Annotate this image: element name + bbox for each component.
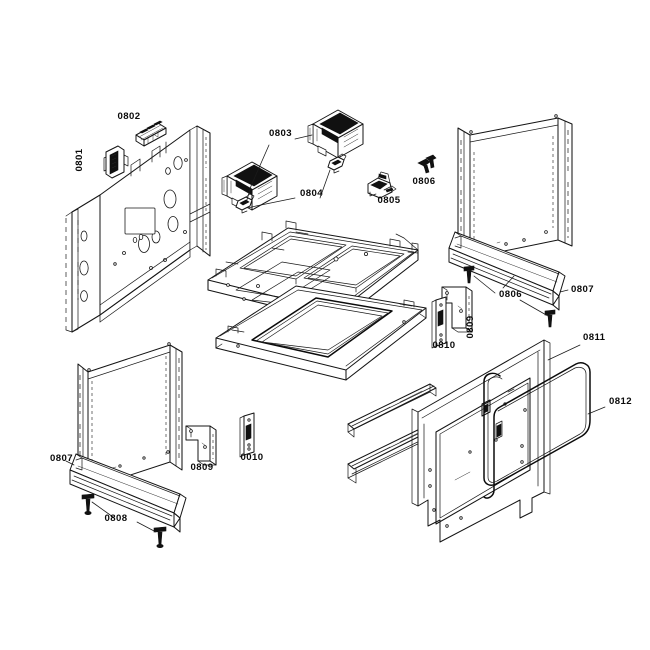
part-0809-gusset-bracket-lower [185,425,217,466]
part-right-rear-wall-panel [457,114,573,259]
part-0812-door-seal-loop [483,362,591,499]
callout-0803: 0803 [269,128,292,139]
callout-0804: 0804 [300,188,323,199]
part-0801-switch-connector-block [103,145,129,179]
callout-0806-top: 0806 [413,176,436,187]
part-0810-strike-plate-upper [431,296,447,349]
part-0806-mounting-screw-upper [463,265,475,284]
part-0808-leveling-foot-a [81,493,95,515]
callout-0809-lower: 0809 [191,462,214,473]
part-support-rail-upper [347,383,437,438]
part-0808-leveling-foot-b [153,526,167,548]
callout-0811: 0811 [583,332,606,343]
callout-labels: 0801 0802 0803 0804 0805 0806 0807 0806 … [50,111,632,524]
callout-0801: 0801 [74,148,85,171]
part-0806-screw-pair [417,154,437,174]
callout-0807-upper: 0807 [571,284,594,295]
part-0807-front-trim-rail-upper [448,231,566,311]
part-0803-relay-module-b [307,109,364,159]
part-left-lower-wall-panel [77,342,183,490]
callout-0812: 0812 [609,396,632,407]
callout-0808: 0808 [105,513,128,524]
part-0807-front-trim-rail-lower [69,453,187,533]
part-0804-cable-clamp-b [327,153,347,174]
part-0811-side-frame-panel [411,339,551,543]
part-rear-back-panel [65,125,211,333]
part-0802-terminal-strip [135,120,167,147]
callout-0807-lower: 0807 [50,453,73,464]
part-0805-wire-retainer-bracket [367,171,397,199]
part-0806-mounting-screw-lower [544,309,556,328]
callout-0805: 0805 [378,195,401,206]
part-upper-deck-chassis [207,220,419,323]
callout-0809-upper: 0809 [465,316,476,339]
callout-0010: 0010 [241,452,264,463]
leader-lines [65,134,606,533]
callout-0802: 0802 [118,111,141,122]
callout-0810: 0810 [433,340,456,351]
part-0010-strike-plate-lower [239,412,255,458]
callout-0806-mid: 0806 [499,289,522,300]
part-lower-deck-chassis [215,285,427,381]
